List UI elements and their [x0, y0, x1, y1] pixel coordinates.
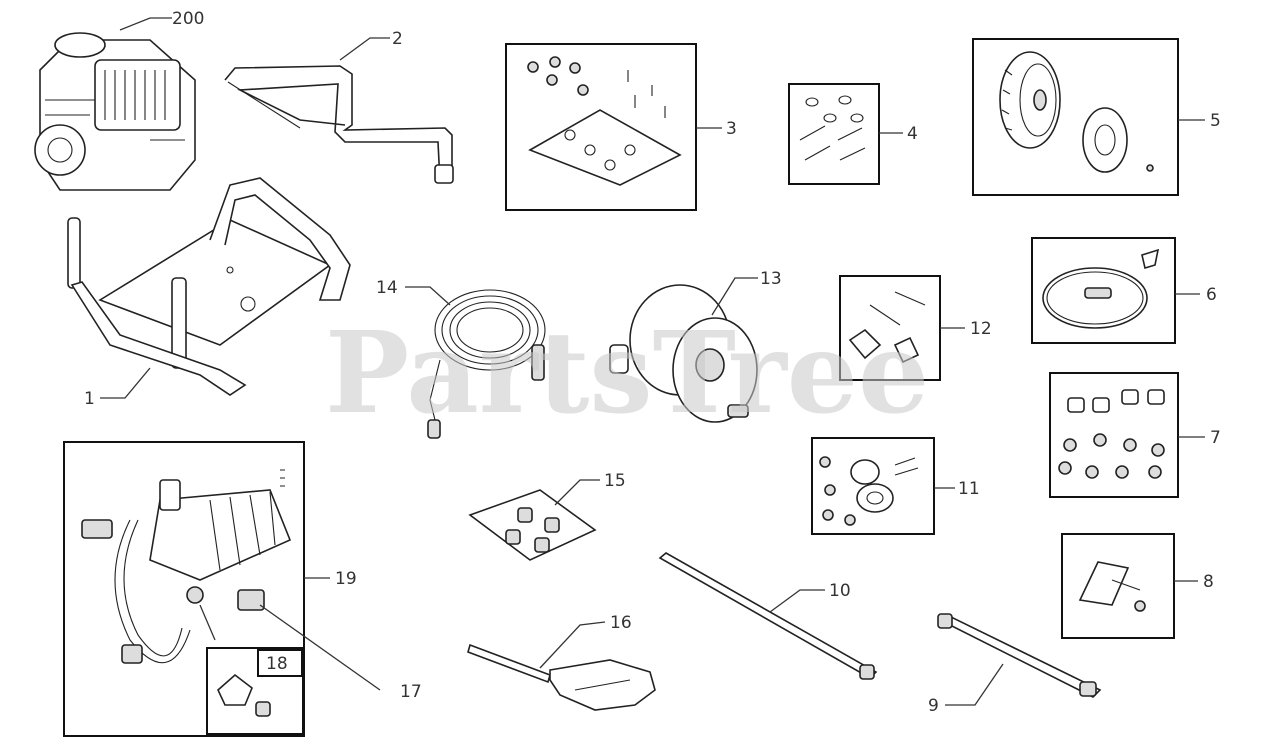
- nozzle-kit[interactable]: [468, 489, 597, 561]
- wheel-kit-5-box[interactable]: [972, 38, 1179, 196]
- pump-kit-19-parts: [81, 469, 292, 664]
- leader-16: [539, 621, 606, 669]
- callout-6: 6: [1206, 285, 1217, 305]
- engine-assembly[interactable]: [34, 32, 196, 191]
- leader-10: [769, 589, 825, 613]
- leader-9: [945, 663, 1004, 706]
- hardware-kit-3-parts: [527, 56, 682, 186]
- kit-7-parts: [1058, 389, 1165, 479]
- callout-17: 17: [400, 682, 422, 702]
- kit-11-parts: [819, 456, 919, 526]
- callout-9: 9: [928, 696, 939, 716]
- hardware-kit-4-box[interactable]: [788, 83, 880, 185]
- spray-gun[interactable]: [467, 643, 656, 711]
- kit-12-box[interactable]: [839, 275, 941, 381]
- callout-5: 5: [1210, 111, 1221, 131]
- lance-9[interactable]: [937, 613, 1102, 698]
- callout-19: 19: [335, 569, 357, 589]
- callout-7: 7: [1210, 428, 1221, 448]
- callout-8: 8: [1203, 572, 1214, 592]
- handle-assembly[interactable]: [224, 65, 454, 184]
- kit-8-parts: [1078, 561, 1146, 612]
- leader-13: [711, 277, 758, 316]
- leader-1: [100, 367, 151, 399]
- leader-2: [339, 37, 390, 61]
- wheel-kit-5-parts: [999, 51, 1154, 173]
- callout-3: 3: [726, 119, 737, 139]
- kit-12-parts: [848, 291, 926, 364]
- kit-18-label-box: [257, 649, 303, 677]
- callout-2: 2: [392, 29, 403, 49]
- leader-14: [405, 286, 451, 306]
- callout-18: 18: [266, 654, 288, 674]
- leader-15: [554, 479, 600, 506]
- callout-14: 14: [376, 278, 398, 298]
- kit-18-parts: [217, 673, 271, 717]
- callout-200: 200: [172, 9, 204, 29]
- callout-13: 13: [760, 269, 782, 289]
- callout-12: 12: [970, 319, 992, 339]
- callout-11: 11: [958, 479, 980, 499]
- leader-200: [119, 17, 172, 31]
- callout-4: 4: [907, 124, 918, 144]
- lance-10[interactable]: [658, 552, 878, 680]
- high-pressure-hose[interactable]: [427, 289, 546, 439]
- callout-10: 10: [829, 581, 851, 601]
- callout-15: 15: [604, 471, 626, 491]
- kit-6-parts: [1042, 248, 1160, 329]
- watermark: PartsTree: [325, 308, 929, 439]
- hose-reel[interactable]: [609, 284, 758, 423]
- leader-17: [199, 604, 381, 691]
- callout-16: 16: [610, 613, 632, 633]
- frame-assembly[interactable]: [67, 177, 351, 396]
- callout-1: 1: [84, 389, 95, 409]
- hardware-kit-4-parts: [799, 95, 866, 161]
